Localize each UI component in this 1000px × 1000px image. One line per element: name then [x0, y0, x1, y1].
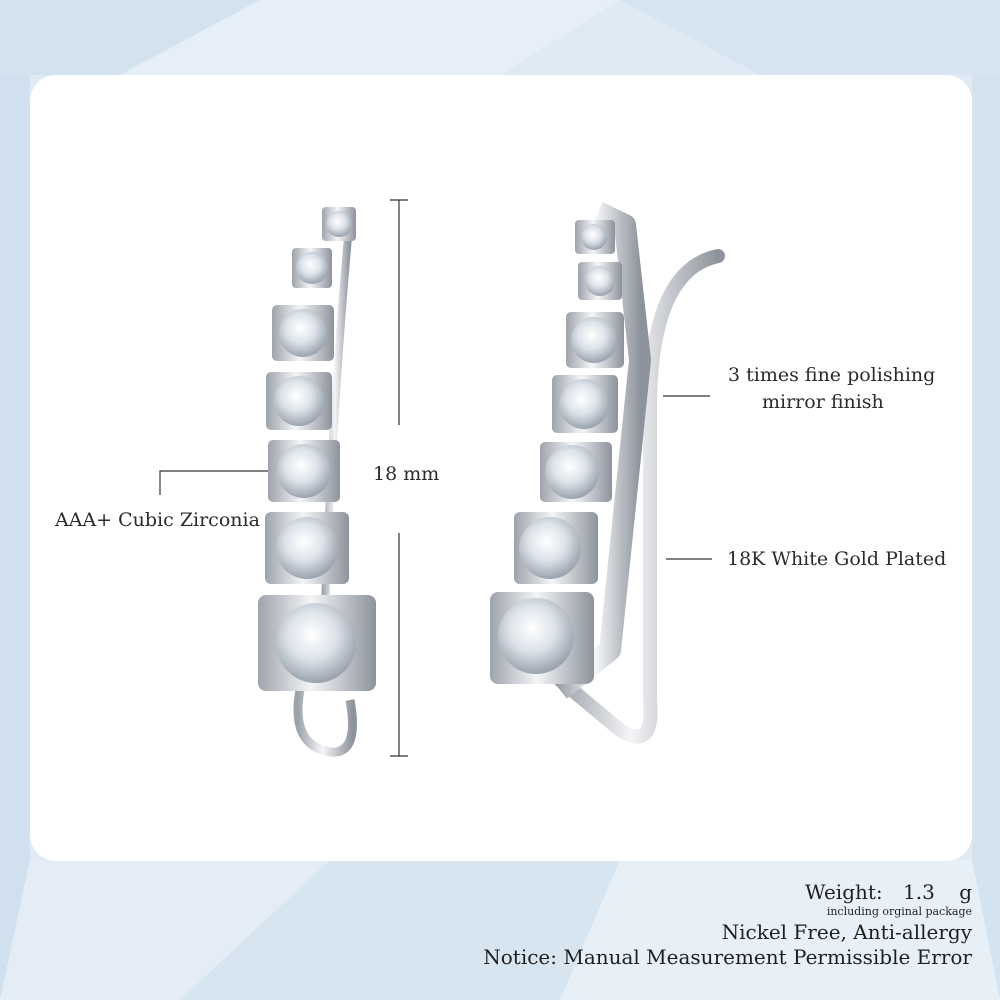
weight-unit: g: [959, 880, 972, 904]
plating-label: 18K White Gold Plated: [727, 548, 947, 570]
polish-label-line2: mirror finish: [762, 391, 884, 413]
side-gem-3: [566, 312, 624, 368]
side-gem-6: [514, 512, 598, 584]
stone-label: AAA+ Cubic Zirconia: [55, 509, 260, 531]
dimension-marker: [390, 199, 408, 757]
stone-callout-line: [159, 470, 268, 495]
side-gem-5: [540, 442, 612, 502]
gem-7: [258, 595, 376, 691]
front-earring: [258, 207, 376, 757]
side-gem-1: [575, 220, 615, 254]
feature-text: Nickel Free, Anti-allergy: [721, 920, 972, 944]
weight-note: including orginal package: [826, 905, 972, 918]
side-gem-7: [490, 592, 594, 684]
product-card: [30, 75, 972, 861]
gem-3: [272, 305, 334, 361]
gem-6: [265, 512, 349, 584]
gem-1: [322, 207, 356, 241]
weight-label: Weight:: [805, 880, 883, 904]
dimension-label: 18 mm: [373, 463, 440, 485]
side-gem-4: [552, 375, 618, 433]
side-earring: [490, 202, 725, 744]
weight-value: 1.3: [903, 880, 935, 904]
polish-label-line1: 3 times fine polishing: [728, 364, 936, 386]
gem-2: [292, 248, 332, 288]
gem-4: [266, 372, 332, 430]
weight-row: Weight: 1.3 g: [483, 880, 972, 904]
spec-footer: Weight: 1.3 g including orginal package …: [483, 880, 972, 970]
side-gem-2: [578, 262, 622, 300]
gem-5: [268, 440, 340, 502]
notice-text: Notice: Manual Measurement Permissible E…: [483, 945, 972, 969]
